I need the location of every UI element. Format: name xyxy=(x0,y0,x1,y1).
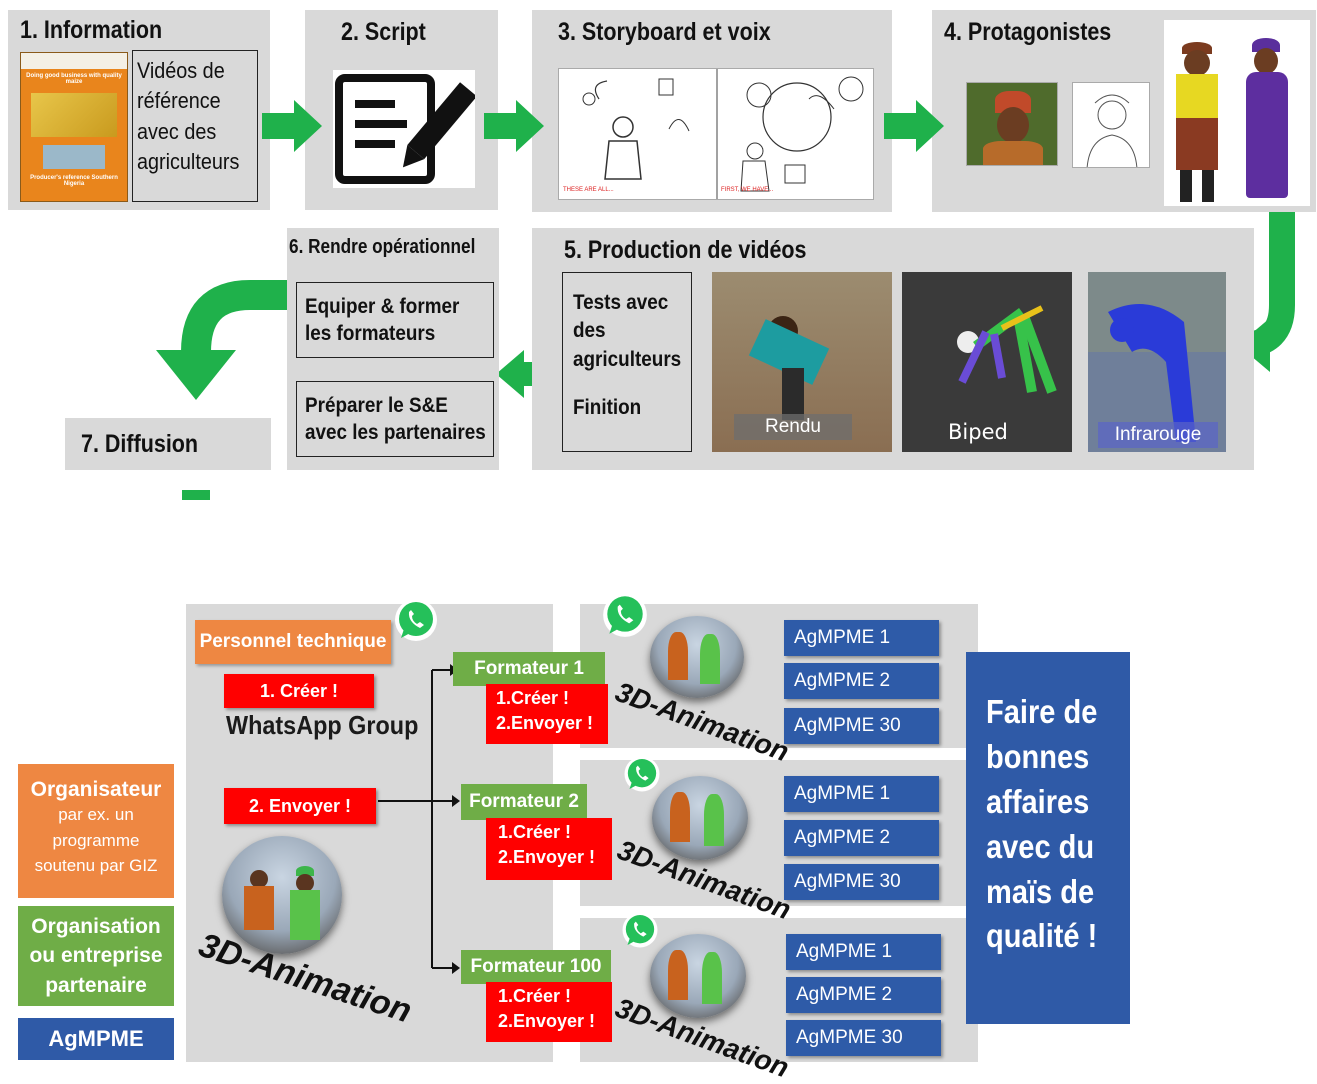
agmpme-3-2: AgMPME 2 xyxy=(786,977,941,1013)
biped-label: Biped xyxy=(948,420,1008,444)
step-1-title: 1. Information xyxy=(20,16,163,44)
biped-image: Biped xyxy=(902,272,1072,452)
send-action: 2. Envoyer ! xyxy=(224,788,376,824)
whatsapp-group-label: WhatsApp Group xyxy=(226,710,419,740)
animation-medallion-main xyxy=(222,836,342,954)
step-2-panel: 2. Script xyxy=(305,10,498,210)
step-3-panel: 3. Storyboard et voix THESE ARE ALL... F… xyxy=(532,10,892,212)
step-2-title: 2. Script xyxy=(341,18,426,46)
agmpme-2-30: AgMPME 30 xyxy=(784,864,939,900)
trainer-100-tag: Formateur 100 xyxy=(461,950,611,984)
technical-staff-tag: Personnel technique xyxy=(195,620,391,664)
infrared-image: Infrarouge xyxy=(1088,272,1226,452)
whatsapp-icon xyxy=(392,596,440,649)
animation-medallion-2 xyxy=(652,776,748,860)
whatsapp-icon-trainer-2 xyxy=(622,754,662,799)
agmpme-2-2: AgMPME 2 xyxy=(784,820,939,856)
prepare-me-box: Préparer le S&E avec les partenaires xyxy=(296,381,494,457)
trainer-1-tag: Formateur 1 xyxy=(453,652,605,686)
step-5-title: 5. Production de vidéos xyxy=(564,236,807,264)
infrared-label: Infrarouge xyxy=(1098,422,1218,448)
storyboard-image: THESE ARE ALL... FIRST, WE HAVE... xyxy=(558,68,874,200)
protagonist-3d-figures xyxy=(1164,20,1310,206)
trainer-2-actions: 1.Créer ! 2.Envoyer ! xyxy=(486,818,612,880)
step-4-panel: 4. Protagonistes xyxy=(932,10,1316,212)
render-image: Rendu xyxy=(712,272,892,452)
protagonist-photo xyxy=(966,82,1058,166)
key-message-box: Faire de bonnes affaires avec du maïs de… xyxy=(966,652,1130,1024)
equip-trainers-box: Equiper & former les formateurs xyxy=(296,282,494,358)
agmpme-1-2: AgMPME 2 xyxy=(784,663,939,699)
step-6-panel: 6. Rendre opérationnel Equiper & former … xyxy=(287,228,499,470)
animation-medallion-1 xyxy=(650,616,744,698)
legend-organizer-sub: par ex. un programme soutenu par GIZ xyxy=(34,805,158,875)
agmpme-1-1: AgMPME 1 xyxy=(784,620,939,656)
step-1-textbox: Vidéos de référence avec des agriculteur… xyxy=(132,50,258,202)
create-action-1: 1. Créer ! xyxy=(224,674,374,708)
step-3-title: 3. Storyboard et voix xyxy=(558,18,771,46)
script-icon xyxy=(333,70,477,188)
agmpme-2-1: AgMPME 1 xyxy=(784,776,939,812)
step-5-textbox: Tests avec des agriculteurs Finition xyxy=(562,272,692,452)
render-label: Rendu xyxy=(734,414,852,440)
step-7-title: 7. Diffusion xyxy=(81,430,199,458)
trainer-1-actions: 1.Créer ! 2.Envoyer ! xyxy=(486,684,608,744)
step-4-title: 4. Protagonistes xyxy=(944,18,1112,46)
legend-organizer: Organisateur par ex. un programme souten… xyxy=(18,764,174,898)
agmpme-1-30: AgMPME 30 xyxy=(784,708,939,744)
legend-agmpme: AgMPME xyxy=(18,1018,174,1060)
trainer-2-tag: Formateur 2 xyxy=(461,784,587,820)
step-6-title: 6. Rendre opérationnel xyxy=(289,236,476,258)
step-7-panel: 7. Diffusion xyxy=(65,418,271,470)
step-1-panel: 1. Information Doing good business with … xyxy=(8,10,270,210)
legend-partner: Organisation ou entreprise partenaire xyxy=(18,906,174,1006)
whatsapp-icon-trainer-1 xyxy=(600,590,650,645)
whatsapp-icon-trainer-3 xyxy=(620,910,660,955)
legend-organizer-title: Organisateur xyxy=(30,778,162,801)
animation-medallion-3 xyxy=(650,934,746,1018)
trainer-100-actions: 1.Créer ! 2.Envoyer ! xyxy=(486,982,612,1042)
agmpme-3-1: AgMPME 1 xyxy=(786,934,941,970)
protagonist-sketch xyxy=(1072,82,1150,168)
reference-cover-image: Doing good business with quality maize P… xyxy=(20,52,128,202)
agmpme-3-30: AgMPME 30 xyxy=(786,1020,941,1056)
step-5-panel: 5. Production de vidéos Tests avec des a… xyxy=(532,228,1254,470)
key-message-text: Faire de bonnes affaires avec du maïs de… xyxy=(986,693,1098,955)
